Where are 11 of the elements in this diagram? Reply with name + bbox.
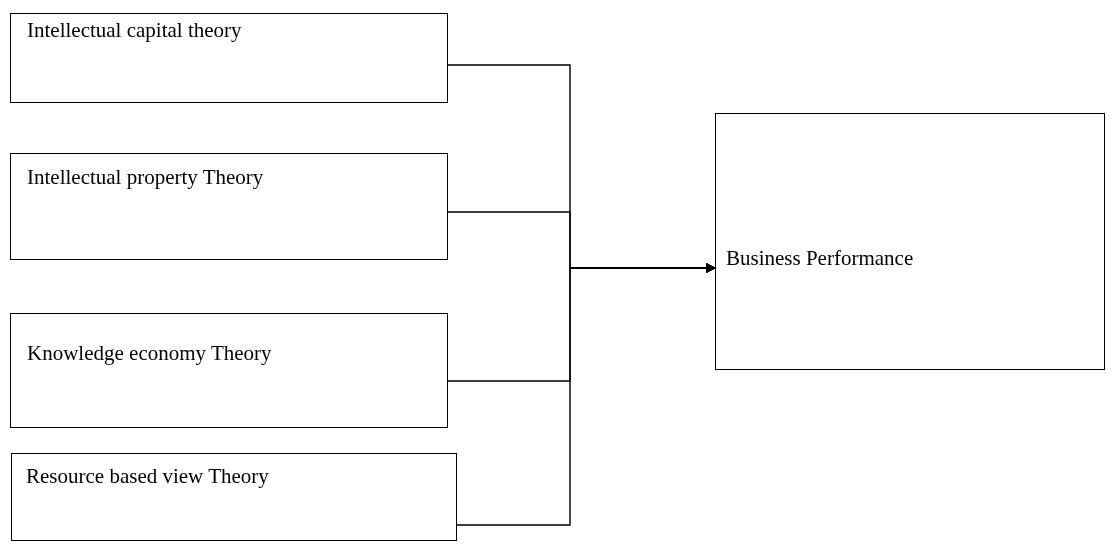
connector-arrow (456, 263, 716, 526)
box-label: Intellectual capital theory (27, 18, 242, 43)
text-box (10, 13, 448, 103)
box-label: Resource based view Theory (26, 464, 269, 489)
text-box (715, 113, 1105, 370)
box-label: Business Performance (726, 246, 914, 271)
text-box (11, 453, 457, 541)
box-label: Knowledge economy Theory (27, 341, 272, 366)
text-box (10, 153, 448, 260)
text-box (10, 313, 448, 428)
box-label: Intellectual property Theory (27, 165, 264, 190)
